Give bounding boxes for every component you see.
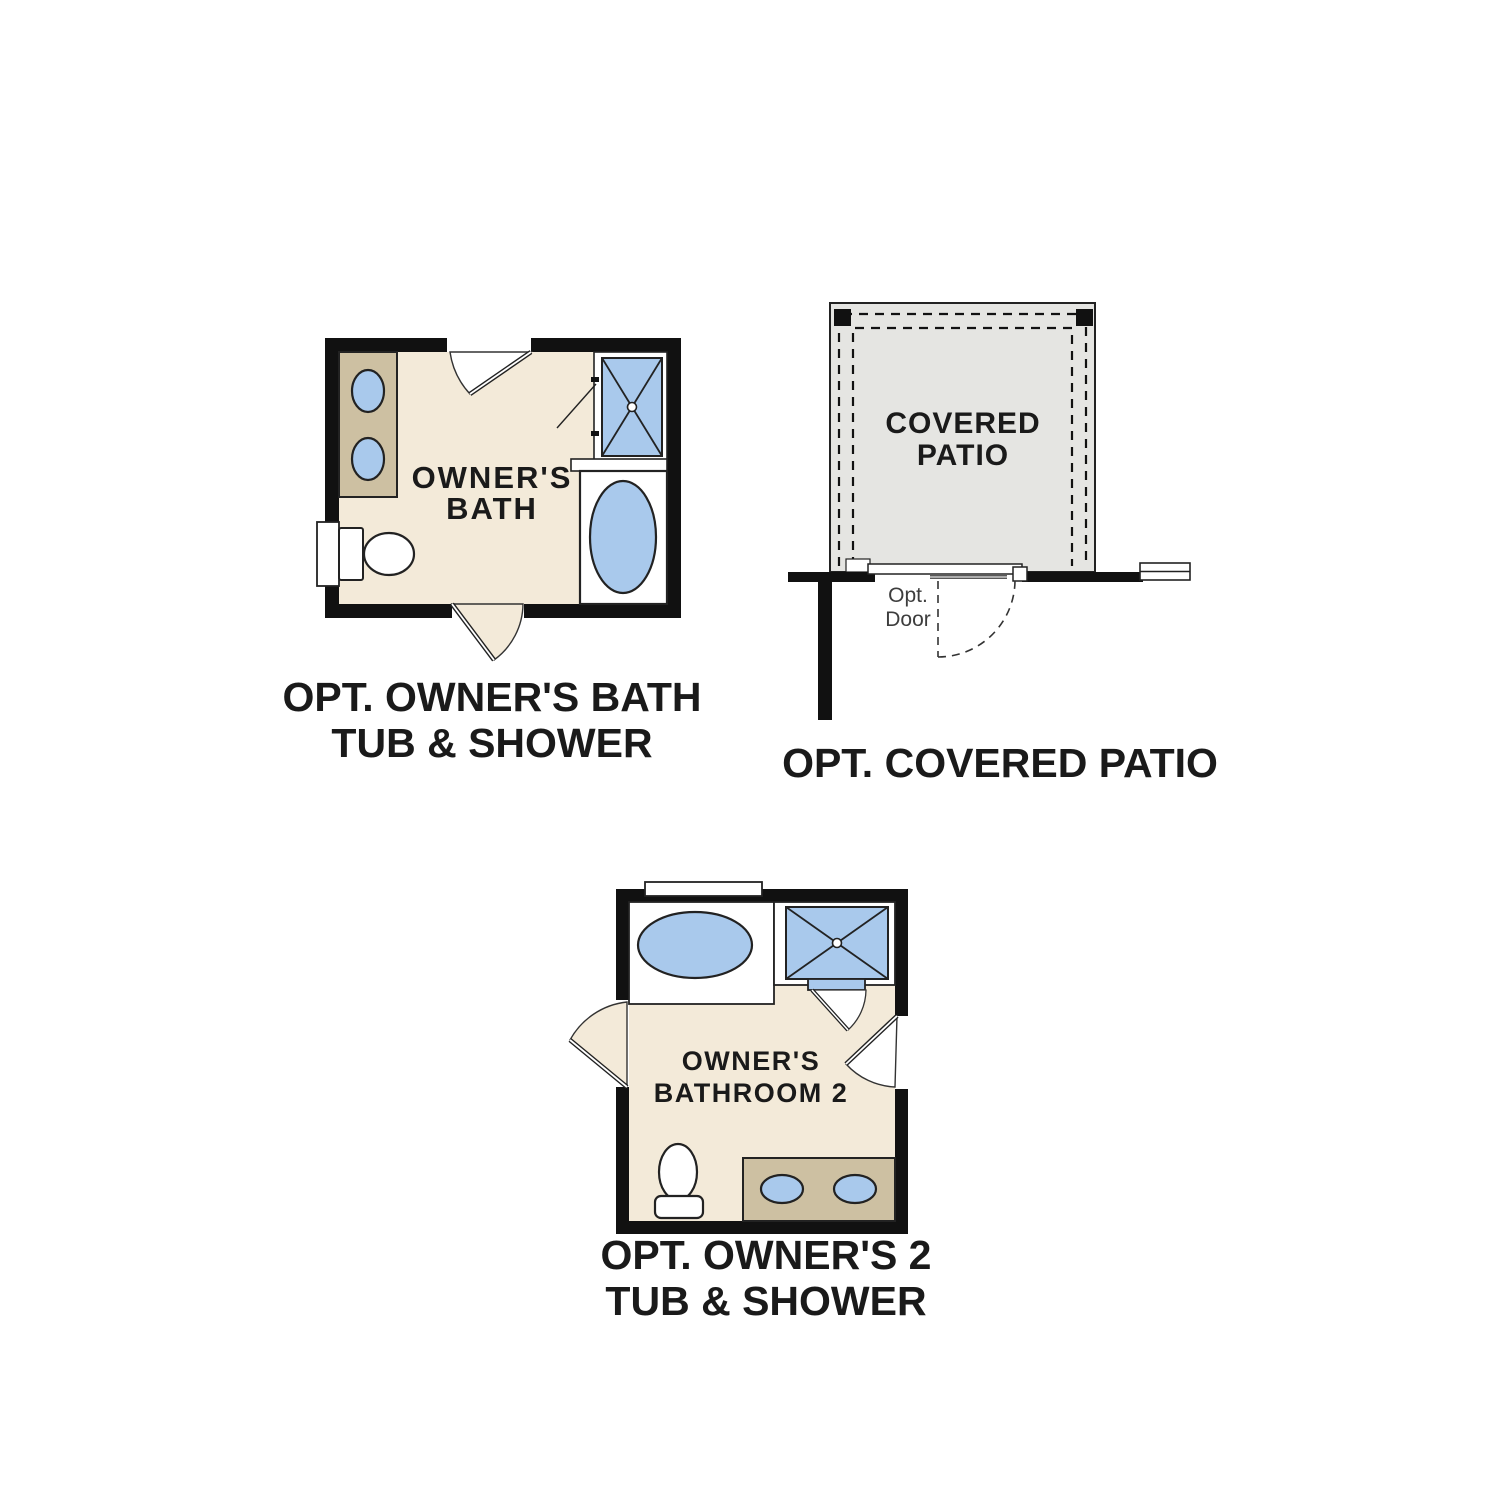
owners-bathroom2-plan: OWNER'S BATHROOM 2 OPT. OWNER'S 2 TUB & … [568,881,932,1324]
wall-top-left [325,338,447,352]
door-arc [449,351,534,395]
plan-caption-line1: OPT. OWNER'S 2 [601,1232,932,1278]
room-label-line2: PATIO [917,439,1009,472]
sink [350,436,386,482]
door-swing-left [568,1001,629,1089]
plan-caption: OPT. COVERED PATIO [782,740,1218,786]
tub-ledge [570,458,668,472]
door-leaf-inner [469,351,532,395]
patio-corner-step [845,558,871,573]
shower-step [807,978,866,991]
toilet-bowl [657,1142,699,1202]
covered-patio-plan: COVERED PATIO Opt. Door OPT. COVERED PAT… [782,302,1218,786]
door-swing-bottom [450,602,524,662]
room-label-line2: BATHROOM 2 [654,1078,849,1108]
shower-frame-tick [591,431,599,436]
opt-door-label-line1: Opt. [888,584,928,607]
door-leaf-inner [811,989,849,1031]
plan-caption-line2: TUB & SHOWER [331,720,652,766]
sink [759,1173,805,1205]
door-jamb [1012,566,1028,582]
sink [832,1173,878,1205]
wall-right-upper [895,889,908,1016]
wall-left-lower [616,1087,629,1234]
roof-outline-outer [837,312,1088,566]
toilet [316,521,416,587]
patio-door-opening [867,563,1028,582]
door-swing-right [844,1014,899,1088]
wall-right [667,338,681,618]
wall-bottom-right [524,604,681,618]
window [1139,562,1191,581]
roof-outline-inner [851,326,1074,566]
patio-post-left [834,309,851,326]
wall-stub-vertical [818,572,832,720]
patio-post-right [1076,309,1093,326]
vanity-counter [338,351,398,498]
shower-frame-tick [591,377,599,382]
bathtub [628,901,775,1005]
opt-door-label-line2: Door [885,608,931,631]
plan-caption-line1: OPT. OWNER'S BATH [283,674,702,720]
door-leaf-inner [845,1015,898,1065]
door-swing-top [449,350,534,396]
room-label-line1: OWNER'S [682,1046,820,1076]
door-arc [845,1014,898,1088]
toilet-tank [338,527,364,581]
sink [350,368,386,414]
window [644,881,763,897]
wall-left-upper [616,889,629,1000]
vanity-counter [742,1157,896,1222]
shower [556,351,668,464]
plan-caption-line2: TUB & SHOWER [605,1278,926,1324]
shower-drain [831,937,843,949]
room-label-line1: OWNER'S [412,460,573,495]
shower [773,901,896,991]
bathtub [578,469,669,606]
wall-right-lower [895,1089,908,1234]
owners-bath-plan: OWNER'S BATH OPT. OWNER'S BATH TUB & SHO… [283,338,702,766]
toilet [653,1142,705,1220]
door-arc [569,1001,628,1089]
door-leaf-inner [569,1039,628,1088]
shower-drain [626,401,638,413]
wall-bottom [616,1221,908,1234]
shower-door-swing [810,988,867,1032]
wall-bottom-left [325,604,452,618]
door-arc-dashed [937,580,1016,658]
toilet-bowl [362,531,416,577]
door-leaf-inner [451,603,495,661]
room-label-line1: COVERED [885,407,1040,440]
tub-basin [636,910,754,980]
room-label-line2: BATH [446,491,538,526]
patio-slab [829,302,1096,573]
wall-right-segment [1022,572,1143,582]
wall-top-right [531,338,681,352]
opt-door-swing [937,580,1016,658]
house-walls [788,572,1143,720]
tub-basin [588,479,658,595]
toilet-niche [316,521,340,587]
toilet-tank [653,1194,705,1220]
door-header [867,563,1023,575]
shower-door-line [556,383,597,429]
